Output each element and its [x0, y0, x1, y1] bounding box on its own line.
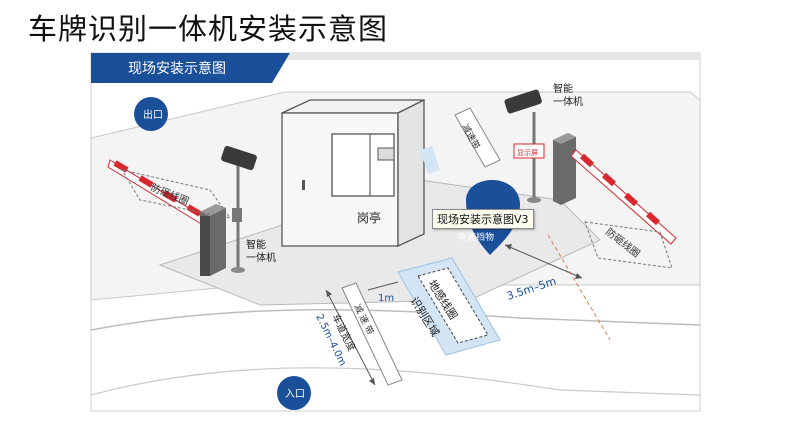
left-speed-bump [341, 282, 403, 386]
header-label: 现场安装示意图 [128, 60, 226, 77]
display-screen [513, 143, 545, 159]
booth-label: 岗亭 [357, 210, 381, 225]
top-speed-bump [454, 107, 501, 168]
right-camera-label-2: 一体机 [553, 95, 583, 108]
left-anti-smash-coil [120, 169, 232, 219]
ground-coil [417, 267, 489, 344]
left-camera [221, 145, 257, 273]
exit-badge [134, 97, 168, 131]
lane-width-line [325, 289, 376, 386]
dimension-1m-line [367, 281, 399, 291]
dimension-range-arrow-end [575, 273, 582, 279]
left-camera-label-2: 一体机 [246, 251, 276, 264]
header-banner [91, 53, 290, 83]
entry-badge [277, 376, 311, 410]
road-front-edge [90, 367, 701, 396]
lane-width-arrow-start [326, 290, 332, 297]
dimension-1m-label: 1m [378, 293, 394, 304]
note-bubble-text: 有遮挡物 [458, 231, 494, 243]
dimension-range-arrow-start [505, 244, 512, 250]
exit-label: 出口 [143, 108, 163, 121]
image-tooltip: 现场安装示意图V3 [432, 209, 534, 229]
lane-width-arrow-end [369, 378, 375, 385]
entry-label: 入口 [285, 389, 305, 400]
right-camera-label-1: 智能 [553, 82, 573, 95]
right-barrier-arm [570, 149, 677, 245]
dimension-range-line [504, 244, 583, 279]
left-barrier-gate [200, 204, 226, 276]
left-camera-label-1: 智能 [246, 238, 266, 251]
page-title: 车牌识别一体机安装示意图 [28, 12, 389, 46]
header-strip [286, 53, 700, 60]
distance-guide-line [547, 234, 611, 341]
right-barrier-gate [553, 133, 576, 205]
right-anti-smash-coil [584, 221, 673, 269]
booth [281, 98, 425, 248]
display-screen-label: 显示屏 [517, 149, 538, 157]
top-zone-strip [420, 146, 440, 174]
